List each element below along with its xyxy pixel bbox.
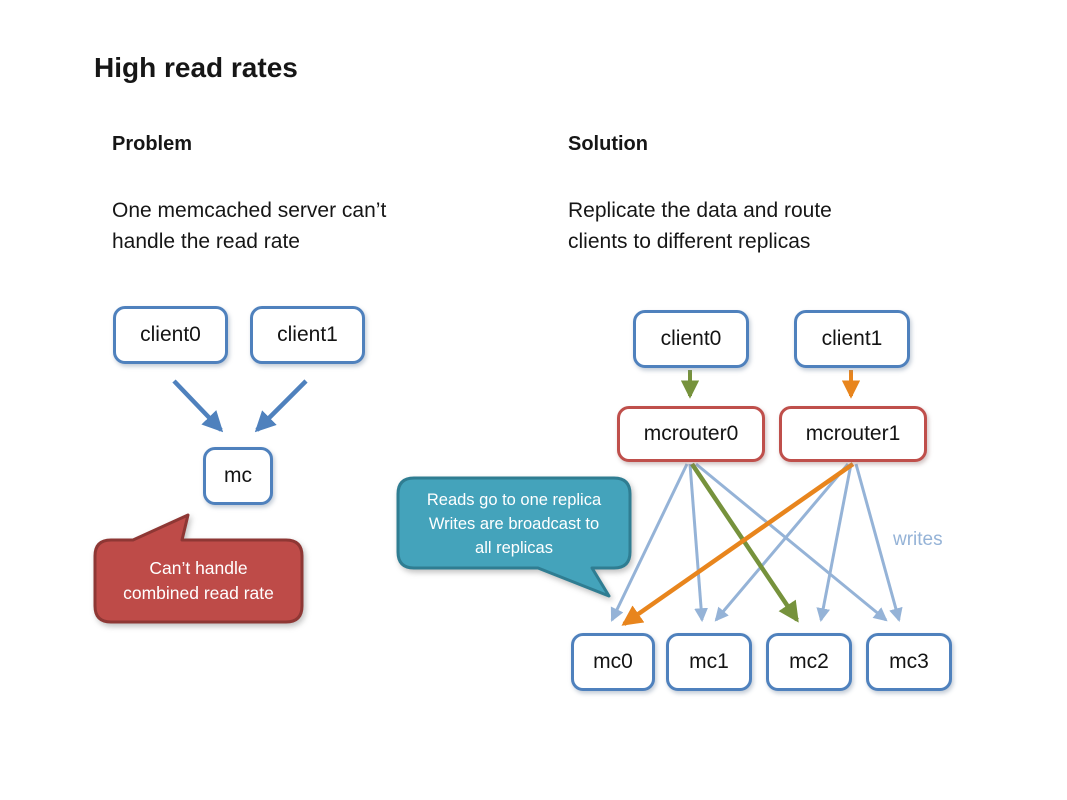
solution-node-mcrouter1: mcrouter1 [779,406,927,462]
writes-label: writes [893,529,943,550]
arrow-pclient1-to-mc [254,379,308,433]
red-callout-text: Can’t handle combined read rate [95,556,302,606]
teal-callout-line2: Writes are broadcast to [428,515,600,533]
solution-body: Replicate the data and route clients to … [568,195,832,257]
arrow-mcrouter1-to-mc1-writes [714,463,850,622]
solution-heading: Solution [568,133,648,155]
problem-node-mc: mc [203,447,273,505]
arrow-pclient0-to-mc [172,379,224,433]
problem-body-line1: One memcached server can’t [112,199,387,222]
red-callout-line1: Can’t handle [149,558,248,578]
solution-node-mcrouter0: mcrouter0 [617,406,765,462]
problem-body: One memcached server can’t handle the re… [112,195,386,257]
solution-node-mc2: mc2 [766,633,852,691]
arrow-mcrouter0-to-mc1-writes [688,463,708,623]
arrow-mcrouter0-to-mc3-writes [695,462,888,622]
solution-node-client1: client1 [794,310,910,368]
red-callout-line2: combined read rate [123,583,274,603]
solution-node-client0: client0 [633,310,749,368]
teal-callout-line1: Reads go to one replica [426,491,602,509]
teal-callout-text: Reads go to one replica Writes are broad… [398,488,630,560]
arrow-mcrouter1-to-mc3-writes [854,463,903,622]
problem-heading: Problem [112,133,193,155]
teal-callout-line3: all replicas [475,539,553,557]
problem-node-client0: client0 [113,306,228,364]
solution-node-mc0: mc0 [571,633,655,691]
problem-body-line2: handle the read rate [112,230,300,253]
arrow-mcrouter0-to-mc0-writes [610,463,689,622]
teal-callout-bubble [396,476,632,598]
arrow-mcrouter1-to-mc2-writes [816,463,853,623]
solution-node-mc1: mc1 [666,633,752,691]
solution-body-line2: clients to different replicas [568,230,811,253]
problem-node-client1: client1 [250,306,365,364]
slide-title: High read rates [94,52,298,83]
solution-body-line1: Replicate the data and route [568,199,832,222]
arrow-mcrouter1-to-mc0-reads [621,462,855,626]
red-callout-bubble [93,513,304,624]
solution-node-mc3: mc3 [866,633,952,691]
